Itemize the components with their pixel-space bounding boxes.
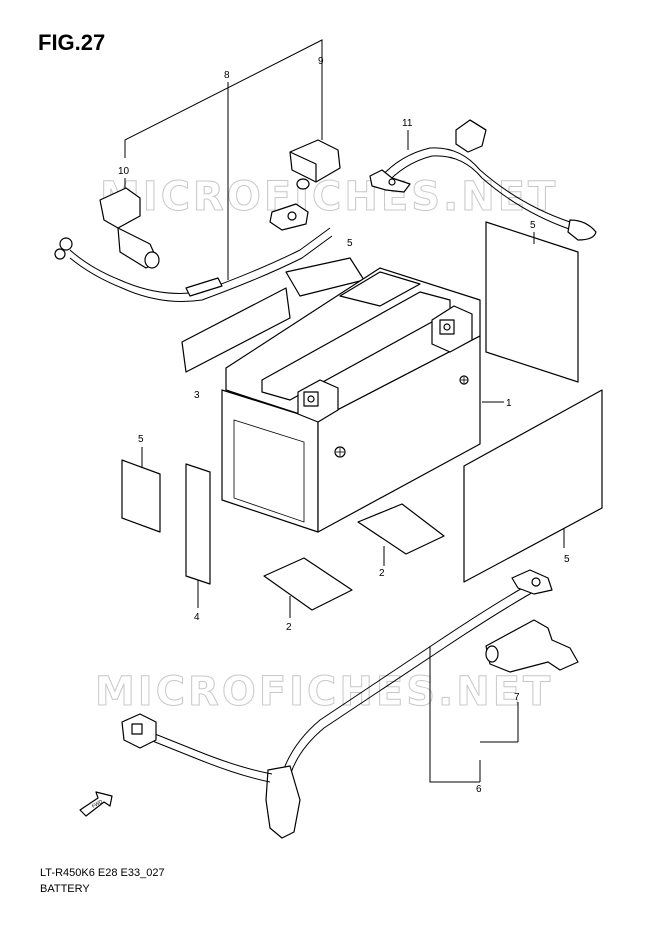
drawing-code: LT-R450K6 E28 E33_027 [40,867,165,879]
callout-2-center: 2 [379,568,385,579]
watermark-top: MICROFICHES.NET [100,174,558,220]
callout-5-right-upper: 5 [530,220,536,231]
sheet-5-right-upper [485,221,579,383]
callout-1: 1 [506,398,512,409]
positive-lead-10 [54,187,333,302]
callout-8: 8 [224,70,230,81]
callout-11: 11 [402,118,413,129]
sheet-5-right-lower [463,389,603,583]
callouts: 1 2 2 3 4 5 5 5 5 6 7 8 9 10 11 [118,56,570,795]
figure-caption: BATTERY [40,883,90,895]
leader-lines-top [124,39,323,280]
battery-1 [221,267,504,533]
callout-4: 4 [194,612,200,623]
strip-4 [185,463,211,608]
fwd-label: FWD [91,799,104,810]
callout-9: 9 [318,56,324,67]
callout-7: 7 [514,692,520,703]
watermark-bottom: MICROFICHES.NET [95,669,553,715]
terminal-cover-9 [289,139,341,190]
pad-5-left [121,447,161,533]
pad-2-lower [263,557,353,618]
fwd-arrow-icon: FWD [79,791,113,817]
callout-3: 3 [194,390,200,401]
figure-title: FIG.27 [38,30,106,55]
strip-3 [181,287,291,373]
callout-6: 6 [476,784,482,795]
callout-5-right-lower: 5 [564,554,570,565]
callout-10: 10 [118,166,130,177]
boot-7 [480,619,579,743]
negative-lead-11 [369,119,597,241]
callout-5-top: 5 [347,238,353,249]
pad-2-center [357,503,445,566]
callout-5-left: 5 [138,434,144,445]
cable-6 [121,569,553,839]
callout-2-lower: 2 [286,622,292,633]
